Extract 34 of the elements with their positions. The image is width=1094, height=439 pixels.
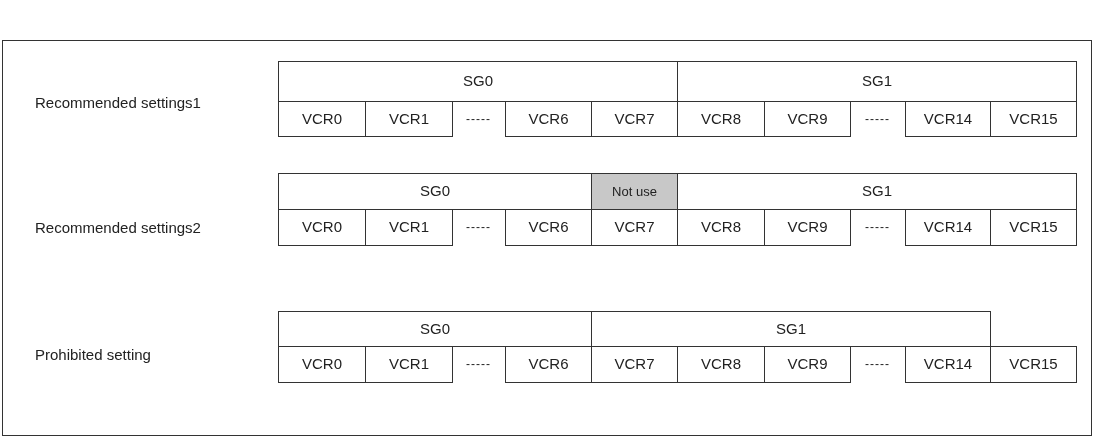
table-cell: SG1: [677, 173, 1077, 210]
table-cell: SG1: [591, 311, 991, 347]
table-cell: VCR9: [764, 209, 851, 246]
row-label: Recommended settings2: [35, 218, 201, 238]
shaded-cell: Not use: [591, 173, 678, 210]
table-cell: VCR0: [278, 101, 366, 137]
ellipsis: -----: [864, 111, 891, 126]
ellipsis: -----: [864, 357, 891, 371]
ellipsis: -----: [465, 357, 492, 371]
table-cell: VCR6: [505, 346, 592, 383]
table-cell: VCR6: [505, 209, 592, 246]
row-label: Prohibited setting: [35, 345, 151, 365]
table-cell: SG0: [278, 173, 592, 210]
table-cell: VCR14: [905, 209, 991, 246]
table-cell: VCR9: [764, 101, 851, 137]
row-label: Recommended settings1: [35, 93, 201, 113]
ellipsis: -----: [465, 220, 492, 234]
table-cell: VCR1: [365, 101, 453, 137]
table-cell: VCR6: [505, 101, 592, 137]
table-cell: VCR9: [764, 346, 851, 383]
table-cell: VCR14: [905, 101, 991, 137]
table-cell: VCR0: [278, 346, 366, 383]
table-cell: SG1: [677, 61, 1077, 102]
table-cell: VCR15: [990, 101, 1077, 137]
table-cell: VCR15: [990, 209, 1077, 246]
table-cell: VCR14: [905, 346, 991, 383]
table-cell: VCR15: [990, 346, 1077, 383]
table-cell: VCR1: [365, 209, 453, 246]
ellipsis: -----: [864, 220, 891, 234]
table-cell: SG0: [278, 61, 678, 102]
table-cell: SG0: [278, 311, 592, 347]
table-cell: VCR1: [365, 346, 453, 383]
table-cell: VCR0: [278, 209, 366, 246]
ellipsis: -----: [465, 111, 492, 126]
